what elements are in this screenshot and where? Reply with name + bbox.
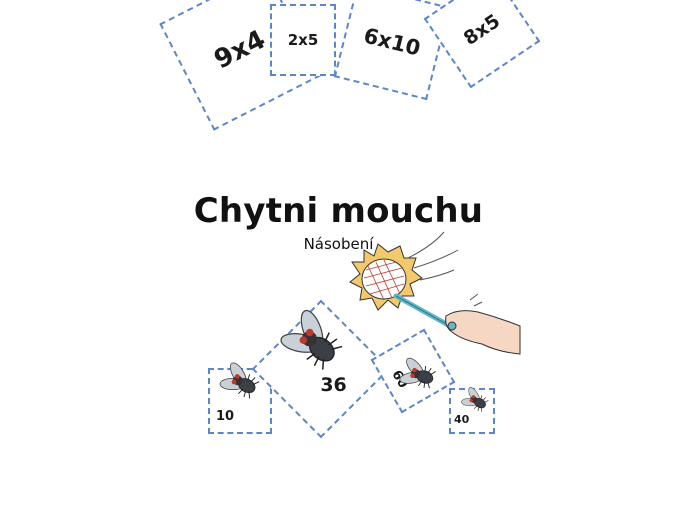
hand-icon — [445, 310, 521, 355]
page-subtitle: Násobení — [303, 235, 374, 253]
fly-swatter-icon — [349, 231, 483, 329]
card-2x5: 2x5 — [270, 4, 336, 76]
fly-icon — [395, 353, 439, 396]
card-label: 2x5 — [287, 31, 319, 49]
fly-icon — [214, 357, 264, 406]
fly-icon — [457, 383, 492, 417]
card-number: 10 — [216, 409, 235, 424]
card-number: 40 — [454, 413, 470, 426]
page-title: Chytni mouchu — [193, 191, 484, 231]
fly-icon — [272, 301, 351, 379]
